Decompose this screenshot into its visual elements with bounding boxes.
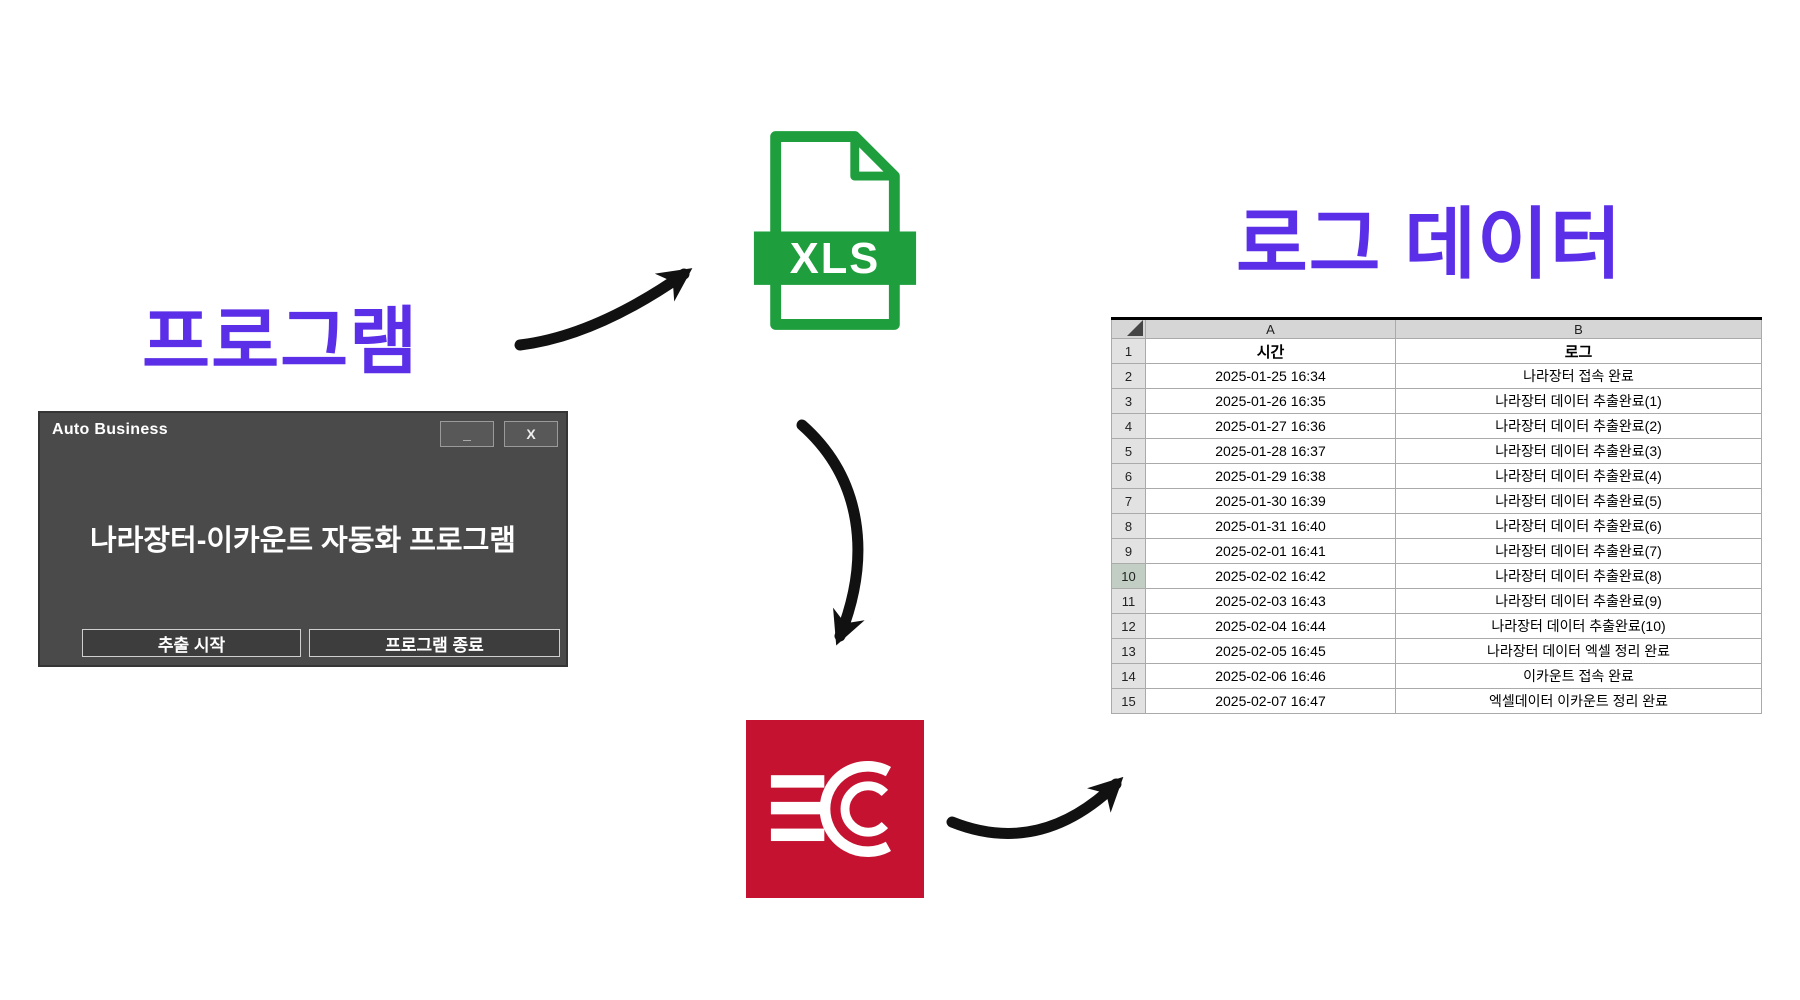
row-number[interactable]: 9 — [1111, 538, 1146, 564]
xls-file-icon: XLS — [746, 128, 924, 333]
log-data-heading: 로그 데이터 — [1236, 200, 1623, 288]
column-header-b[interactable]: B — [1395, 318, 1762, 339]
column-header-row: A B — [1111, 318, 1762, 339]
minimize-button[interactable]: _ — [440, 421, 494, 447]
log-cell[interactable]: 나라장터 데이터 추출완료(3) — [1395, 438, 1762, 464]
row-number[interactable]: 8 — [1111, 513, 1146, 539]
arrow-ecount-to-log-icon — [946, 776, 1124, 839]
row-number[interactable]: 3 — [1111, 388, 1146, 414]
time-cell[interactable]: 2025-02-05 16:45 — [1145, 638, 1396, 664]
time-cell[interactable]: 2025-02-01 16:41 — [1145, 538, 1396, 564]
row-number[interactable]: 4 — [1111, 413, 1146, 439]
auto-business-window: Auto Business _ X 나라장터-이카운트 자동화 프로그램 추출 … — [38, 411, 568, 667]
time-cell[interactable]: 2025-01-30 16:39 — [1145, 488, 1396, 514]
window-titlebar: Auto Business _ X — [40, 413, 566, 447]
start-extract-button[interactable]: 추출 시작 — [82, 629, 302, 657]
row-number[interactable]: 10 — [1111, 563, 1146, 589]
log-cell[interactable]: 나라장터 데이터 추출완료(2) — [1395, 413, 1762, 439]
time-cell[interactable]: 2025-01-31 16:40 — [1145, 513, 1396, 539]
log-cell[interactable]: 나라장터 데이터 추출완료(5) — [1395, 488, 1762, 514]
xls-label: XLS — [790, 235, 881, 283]
log-cell[interactable]: 나라장터 데이터 추출완료(1) — [1395, 388, 1762, 414]
time-cell[interactable]: 2025-02-02 16:42 — [1145, 563, 1396, 589]
row-number[interactable]: 14 — [1111, 663, 1146, 689]
column-header-a[interactable]: A — [1145, 318, 1396, 339]
time-cell[interactable]: 2025-01-28 16:37 — [1145, 438, 1396, 464]
log-cell[interactable]: 나라장터 데이터 추출완료(7) — [1395, 538, 1762, 564]
row-number[interactable]: 6 — [1111, 463, 1146, 489]
window-title: Auto Business — [52, 421, 168, 438]
xls-document-icon: XLS — [753, 131, 917, 330]
time-cell[interactable]: 2025-01-29 16:38 — [1145, 463, 1396, 489]
row-number[interactable]: 12 — [1111, 613, 1146, 639]
ecount-logo — [746, 720, 924, 898]
arrow-program-to-xls-icon — [514, 268, 693, 351]
window-body: 나라장터-이카운트 자동화 프로그램 — [40, 447, 566, 629]
close-button[interactable]: X — [504, 421, 558, 447]
row-number[interactable]: 7 — [1111, 488, 1146, 514]
time-cell[interactable]: 2025-01-27 16:36 — [1145, 413, 1396, 439]
log-cell[interactable]: 나라장터 접속 완료 — [1395, 363, 1762, 389]
log-cell[interactable]: 나라장터 데이터 추출완료(4) — [1395, 463, 1762, 489]
select-all-corner[interactable] — [1111, 318, 1146, 339]
window-controls: _ X — [440, 421, 558, 447]
time-cell[interactable]: 2025-02-03 16:43 — [1145, 588, 1396, 614]
window-footer: 추출 시작 프로그램 종료 — [40, 629, 566, 665]
row-number[interactable]: 13 — [1111, 638, 1146, 664]
log-cell[interactable]: 나라장터 데이터 추출완료(6) — [1395, 513, 1762, 539]
time-cell[interactable]: 시간 — [1145, 338, 1396, 364]
row-number[interactable]: 15 — [1111, 688, 1146, 714]
time-cell[interactable]: 2025-02-04 16:44 — [1145, 613, 1396, 639]
row-number[interactable]: 2 — [1111, 363, 1146, 389]
row-number[interactable]: 1 — [1111, 338, 1146, 364]
log-cell[interactable]: 나라장터 데이터 추출완료(8) — [1395, 563, 1762, 589]
time-cell[interactable]: 2025-01-25 16:34 — [1145, 363, 1396, 389]
ecount-logo-icon — [746, 720, 924, 898]
row-number[interactable]: 5 — [1111, 438, 1146, 464]
window-main-title: 나라장터-이카운트 자동화 프로그램 — [90, 525, 516, 557]
log-cell[interactable]: 로그 — [1395, 338, 1762, 364]
log-cell[interactable]: 나라장터 데이터 추출완료(9) — [1395, 588, 1762, 614]
time-cell[interactable]: 2025-02-07 16:47 — [1145, 688, 1396, 714]
row-number[interactable]: 11 — [1111, 588, 1146, 614]
time-cell[interactable]: 2025-01-26 16:35 — [1145, 388, 1396, 414]
log-cell[interactable]: 엑셀데이터 이카운트 정리 완료 — [1395, 688, 1762, 714]
program-heading: 프로그램 — [142, 300, 419, 383]
log-cell[interactable]: 나라장터 데이터 추출완료(10) — [1395, 613, 1762, 639]
corner-triangle-icon — [1127, 320, 1143, 336]
log-cell[interactable]: 나라장터 데이터 엑셀 정리 완료 — [1395, 638, 1762, 664]
time-cell[interactable]: 2025-02-06 16:46 — [1145, 663, 1396, 689]
arrow-xls-to-ecount-icon — [796, 419, 865, 646]
exit-program-button[interactable]: 프로그램 종료 — [309, 629, 560, 657]
log-cell[interactable]: 이카운트 접속 완료 — [1395, 663, 1762, 689]
